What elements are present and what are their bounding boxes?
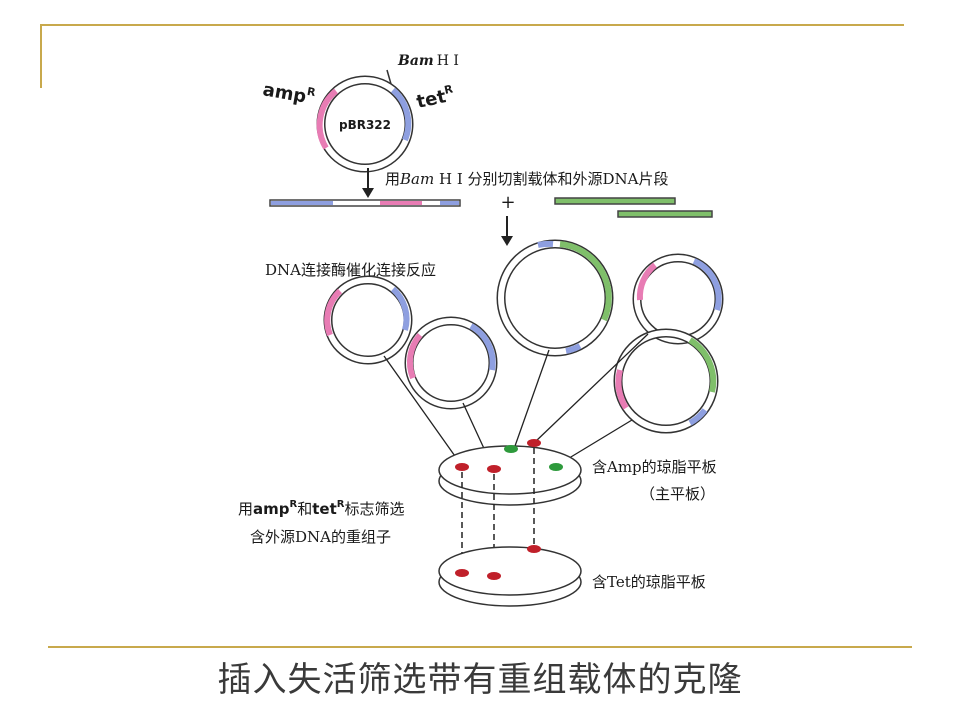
ligation-arrow bbox=[501, 216, 513, 246]
colony-green-1 bbox=[504, 445, 518, 453]
tet-colony-red-3 bbox=[527, 545, 541, 553]
slide-title: 插入失活筛选带有重组载体的克隆 bbox=[217, 660, 743, 700]
plasmid-religated-2 bbox=[404, 316, 498, 410]
tet-colony-red-1 bbox=[455, 569, 469, 577]
amp-plate-label: 含Amp的琼脂平板 bbox=[592, 458, 717, 476]
plasmid-pbr322: pBR322 bbox=[316, 75, 414, 173]
amp-r-label: ampR bbox=[261, 77, 317, 109]
plasmid-religated-1 bbox=[323, 275, 413, 365]
linearized-vector bbox=[269, 199, 461, 207]
colony-red-2 bbox=[487, 465, 501, 473]
cut-arrow bbox=[362, 168, 374, 198]
ligation-label: DNA连接酶催化连接反应 bbox=[265, 261, 436, 279]
colony-green-2 bbox=[549, 463, 563, 471]
plasmid-religated-3 bbox=[632, 253, 724, 345]
foreign-dna-fragment-2 bbox=[617, 210, 713, 218]
screening-label-line1: 用ampR和tetR标志筛选 bbox=[238, 499, 404, 518]
amp-plate-sublabel: （主平板） bbox=[640, 485, 715, 503]
bamhi-site-pointer bbox=[386, 69, 392, 85]
tet-colony-red-2 bbox=[487, 572, 501, 580]
frame-bottom-line bbox=[48, 646, 912, 648]
plasmid-recombinant-large bbox=[496, 239, 614, 357]
amp-plate bbox=[438, 445, 582, 506]
tet-r-label: tetR bbox=[414, 82, 456, 112]
foreign-dna-fragment-1 bbox=[554, 197, 676, 205]
plasmid-label: pBR322 bbox=[339, 118, 391, 132]
plus-sign: + bbox=[500, 192, 515, 213]
cut-step-label: 用Bam H Ⅰ 分别切割载体和外源DNA片段 bbox=[385, 170, 669, 188]
frame-top-line bbox=[40, 24, 904, 26]
tet-plate bbox=[438, 546, 582, 607]
frame-left-line bbox=[40, 24, 42, 88]
plasmid-recombinant-right bbox=[613, 328, 719, 434]
colony-red-3 bbox=[527, 439, 541, 447]
screening-label-line2: 含外源DNA的重组子 bbox=[250, 528, 391, 546]
colony-red-1 bbox=[455, 463, 469, 471]
tet-plate-label: 含Tet的琼脂平板 bbox=[592, 573, 706, 591]
